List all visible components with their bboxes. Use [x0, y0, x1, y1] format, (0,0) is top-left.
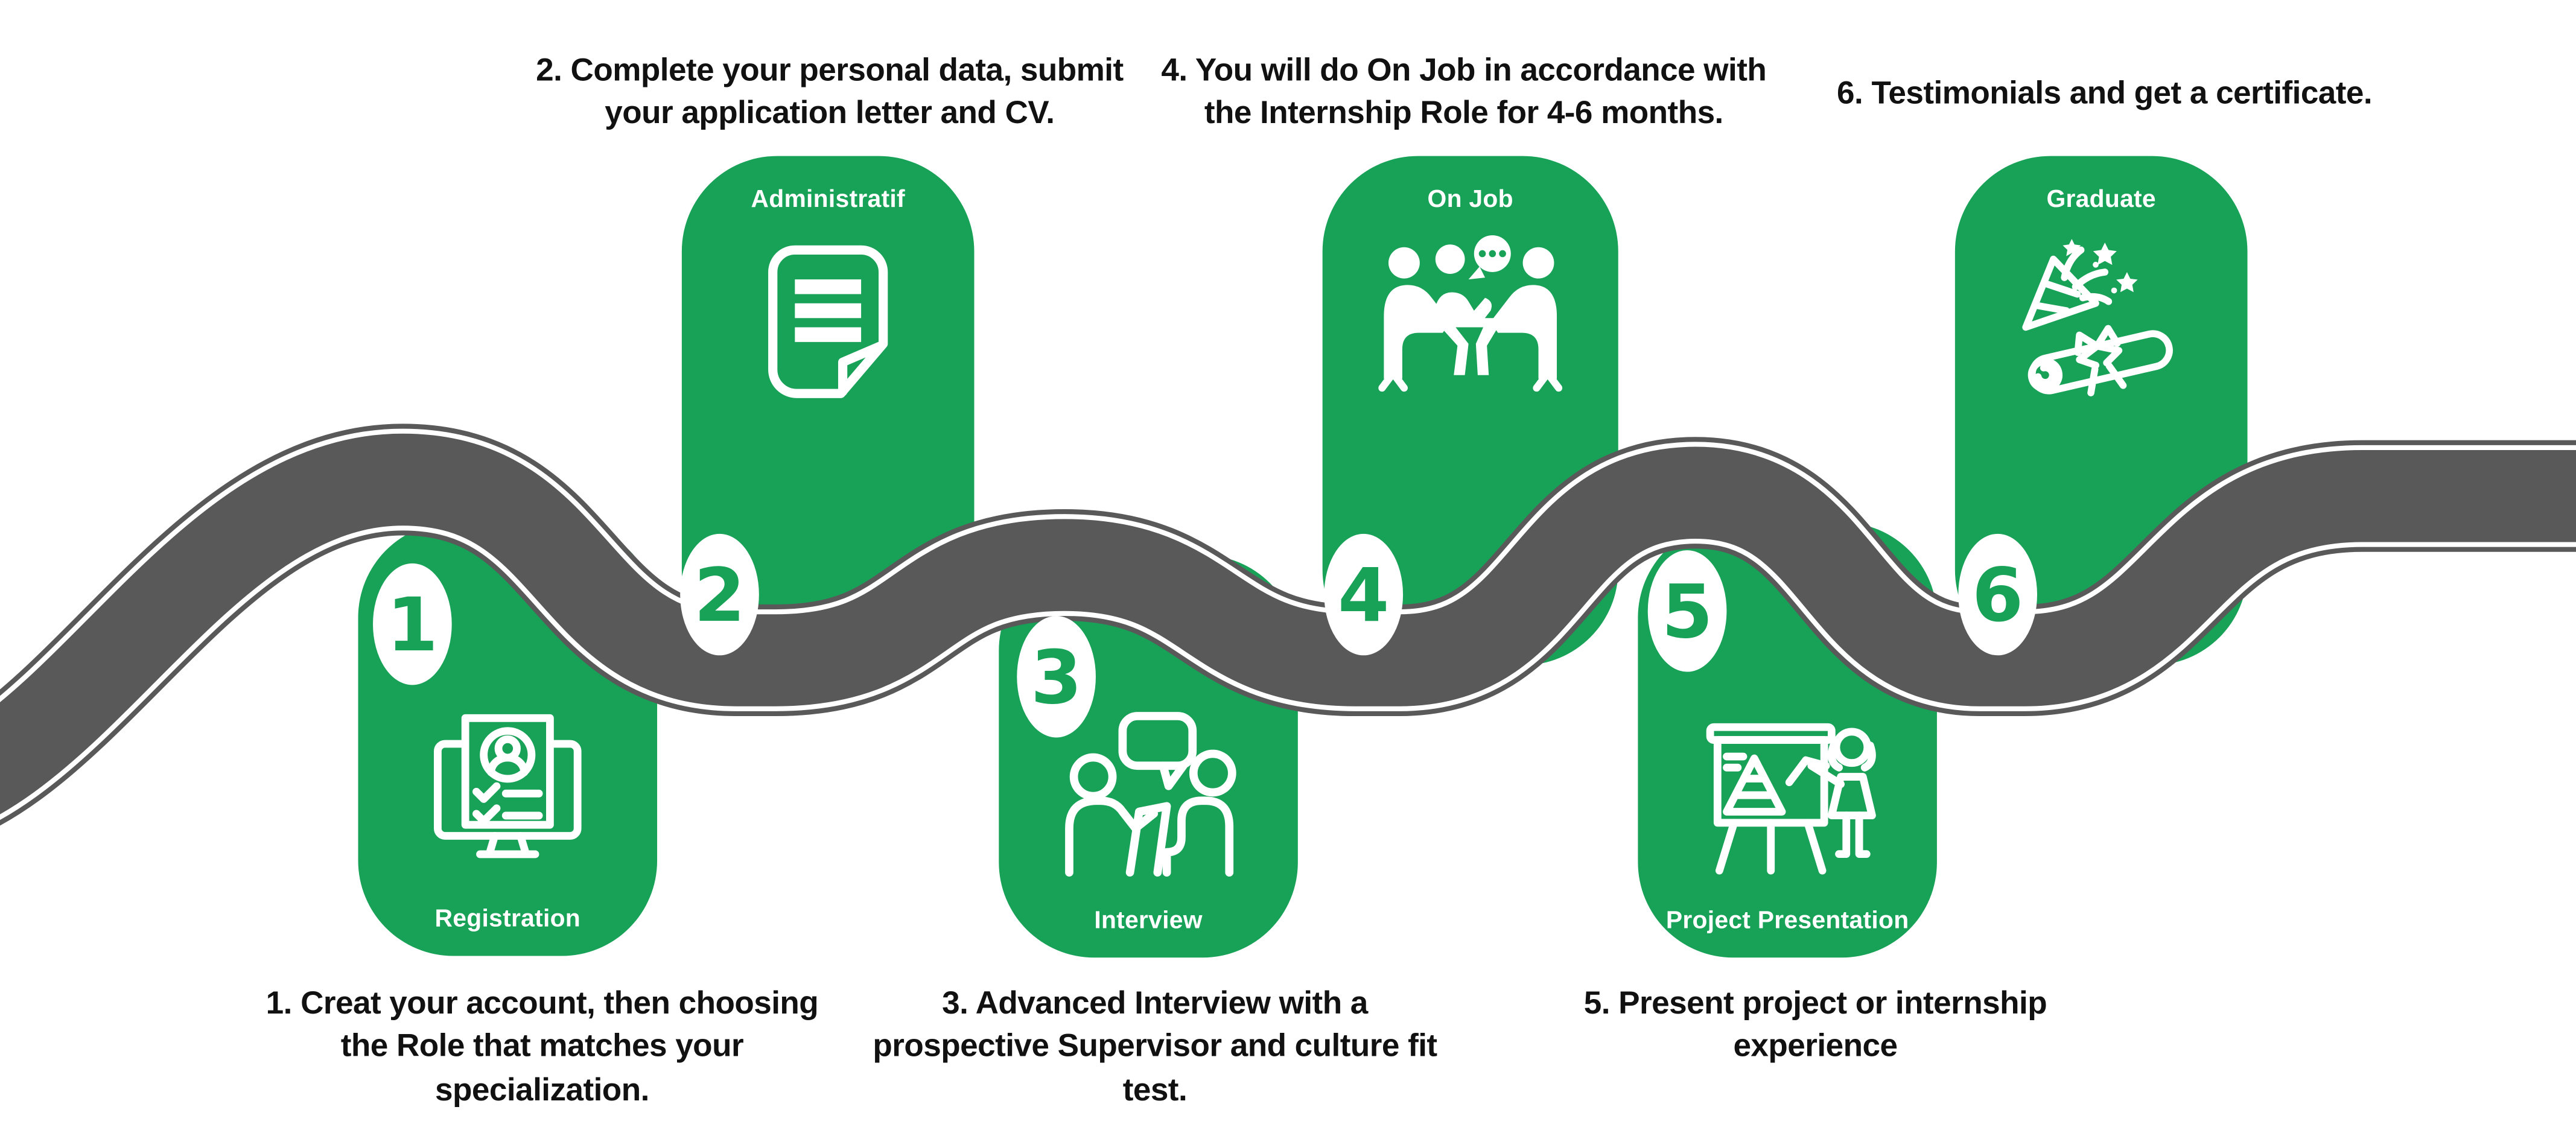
step-number-2: 2 — [693, 551, 746, 638]
interview-conversation-icon — [1065, 712, 1236, 877]
project-presentation-icon — [1706, 723, 1876, 875]
application-document-icon — [768, 245, 888, 398]
step-number-6: 6 — [1972, 551, 2024, 638]
step-number-3: 3 — [1030, 633, 1083, 720]
celebration-certificate-icon — [2022, 239, 2173, 396]
step-number-badge-4: 4 — [1324, 533, 1404, 656]
step-number-badge-5: 5 — [1647, 550, 1727, 672]
registration-form-monitor-icon — [434, 714, 582, 858]
step-label-graduate: Graduate — [2046, 185, 2156, 214]
step-number-badge-6: 6 — [1958, 533, 2037, 656]
step-label-on-job: On Job — [1427, 185, 1513, 214]
step-label-administratif: Administratif — [751, 185, 905, 214]
note-step-1: 1. Creat your account, then choosing the… — [266, 985, 819, 1108]
note-step-6: 6. Testimonials and get a certificate. — [1837, 75, 2373, 112]
step-number-1: 1 — [386, 580, 438, 668]
step-card-interview: Interview — [999, 555, 1298, 958]
step-number-badge-1: 1 — [373, 563, 452, 685]
step-number-badge-3: 3 — [1017, 615, 1096, 738]
team-meeting-icon — [1378, 235, 1563, 392]
note-step-2: 2. Complete your personal data, submit y… — [536, 52, 1124, 132]
step-number-4: 4 — [1338, 551, 1390, 638]
step-number-badge-2: 2 — [680, 533, 759, 656]
step-label-interview: Interview — [1094, 906, 1203, 935]
note-step-3: 3. Advanced Interview with a prospective… — [873, 985, 1437, 1108]
note-step-4: 4. You will do On Job in accordance with… — [1161, 52, 1767, 132]
note-step-5: 5. Present project or internship experie… — [1583, 985, 2047, 1065]
step-number-5: 5 — [1661, 567, 1713, 655]
step-label-project-presentation: Project Presentation — [1665, 906, 1909, 935]
step-label-registration: Registration — [434, 905, 581, 933]
